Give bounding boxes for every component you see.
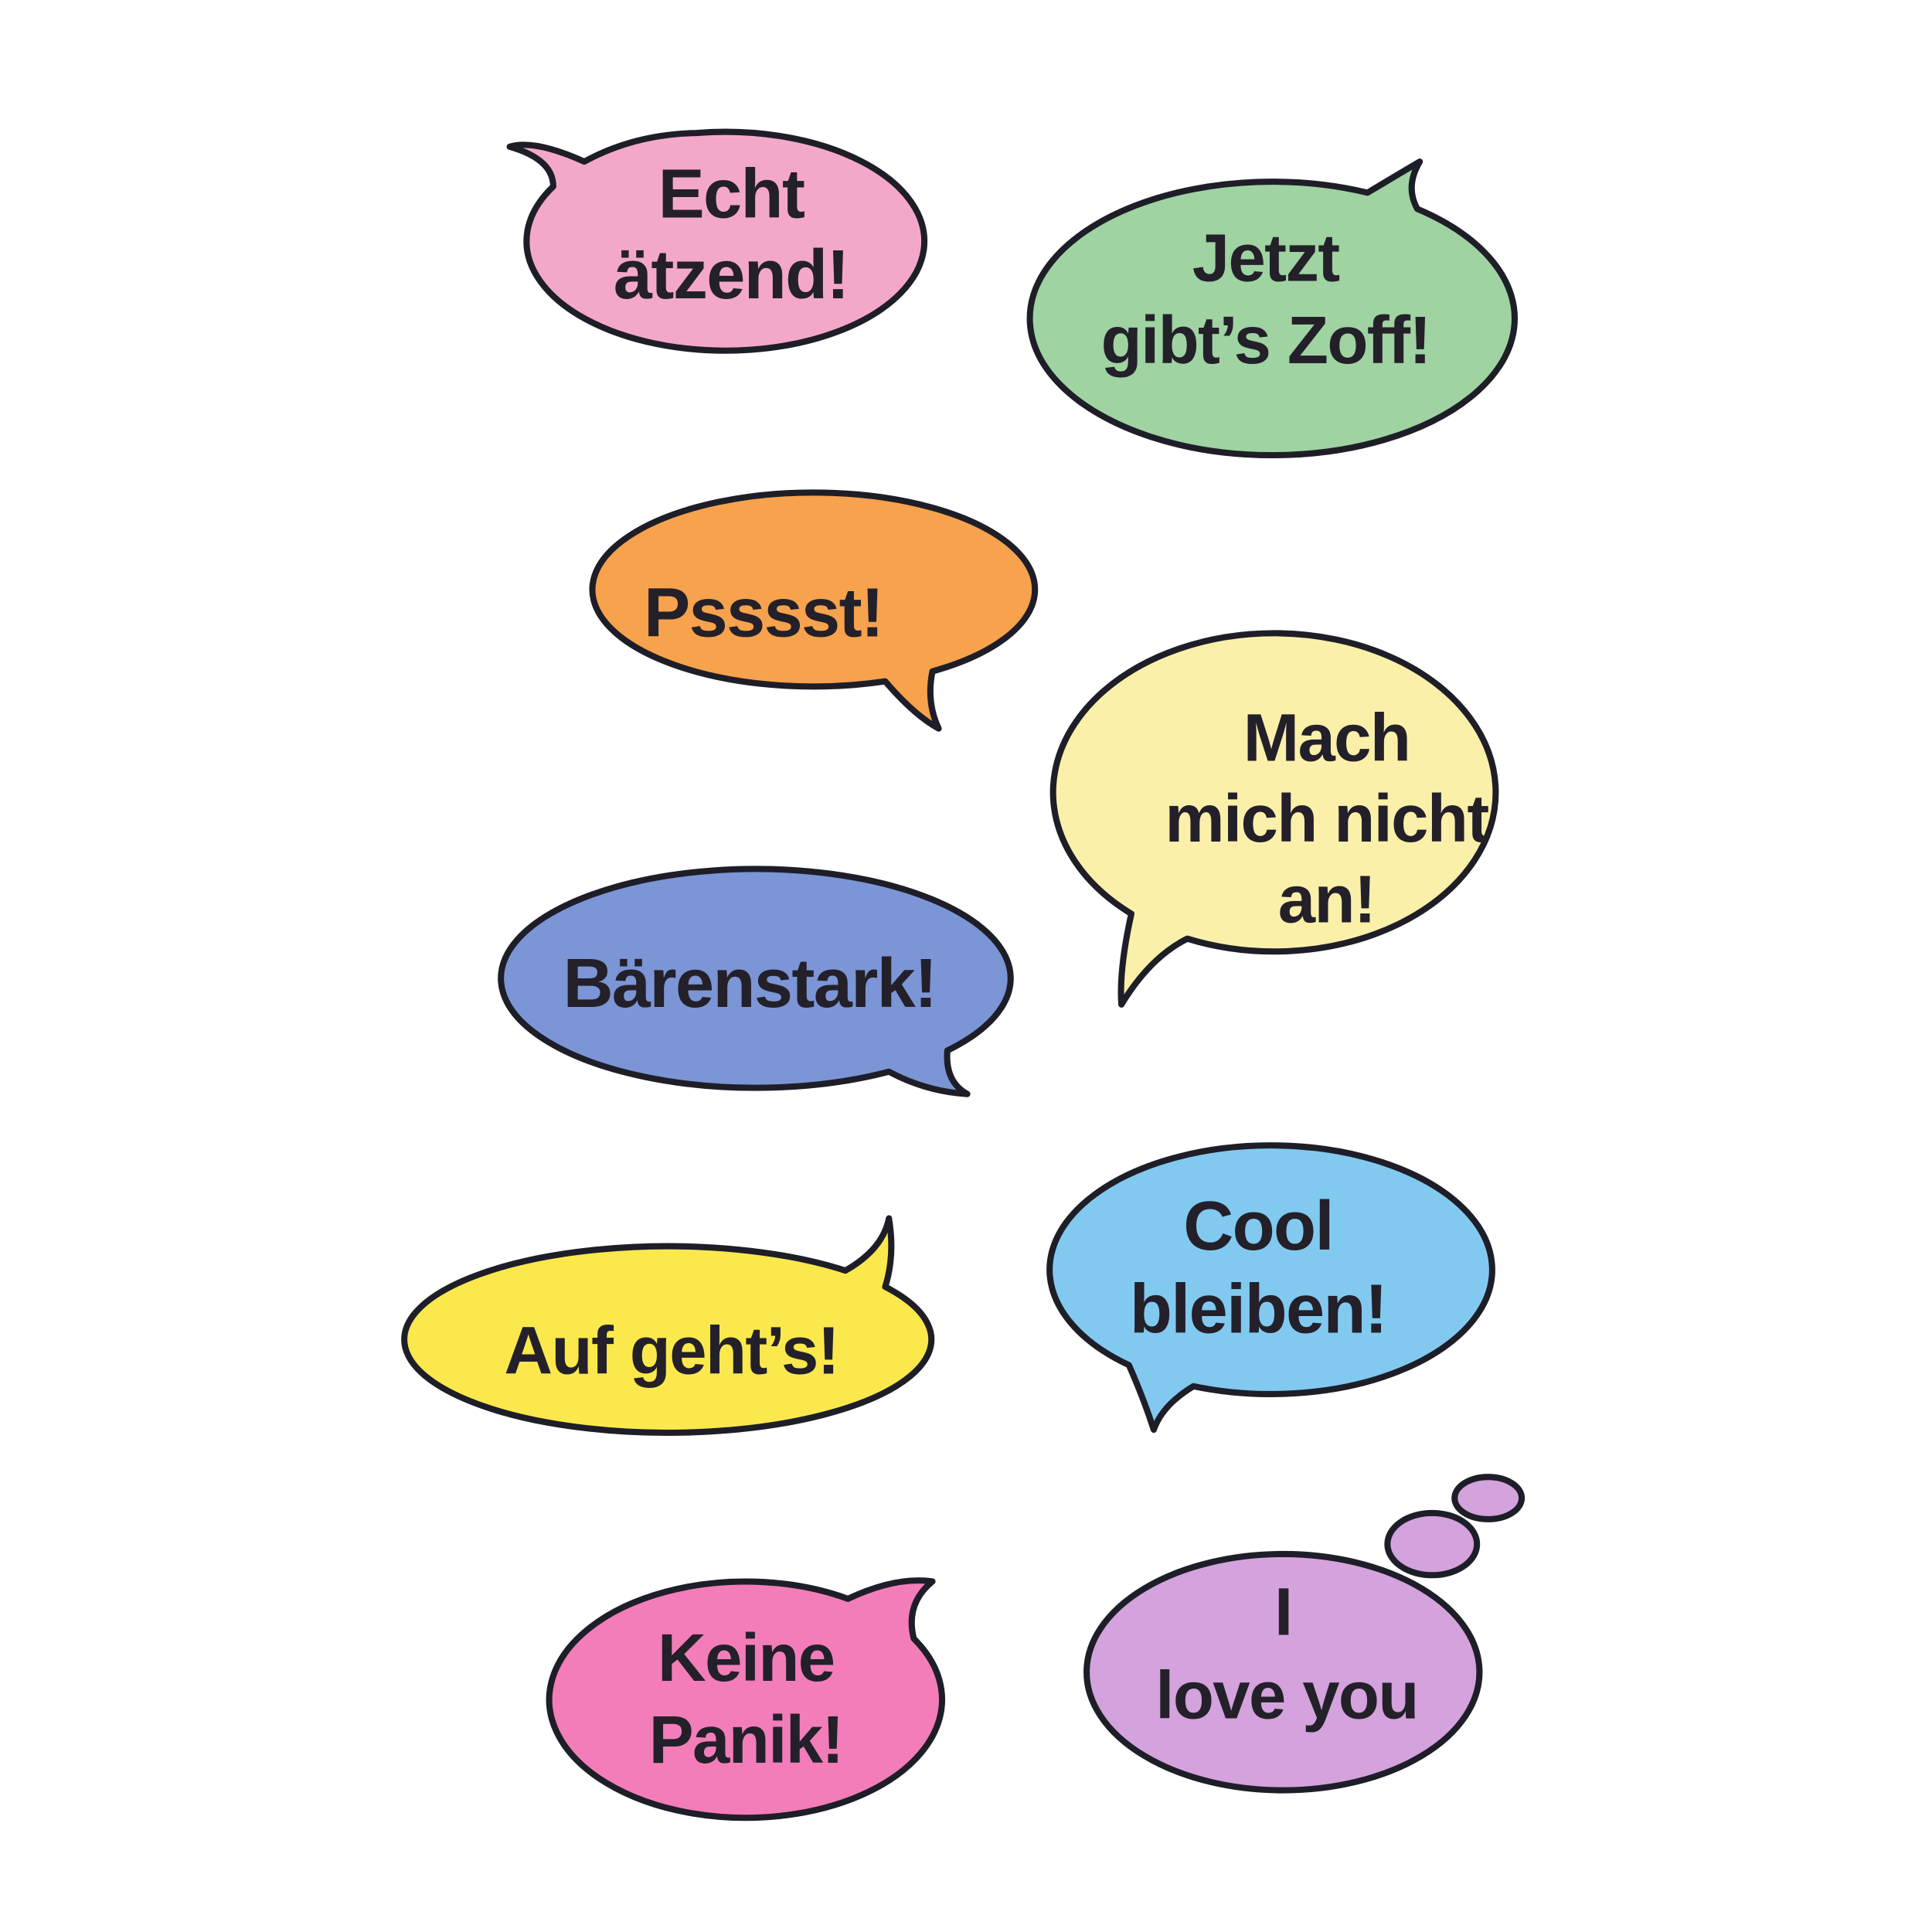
thought-dot-large (1384, 1509, 1481, 1579)
speech-bubble-baerenstark: Bärenstark! (498, 866, 1014, 1097)
bubble-shape (498, 866, 1014, 1097)
bubble-shape (506, 128, 928, 354)
bubble-shape (589, 489, 1039, 732)
svg-text:Psssst!: Psssst! (644, 574, 883, 652)
bubble-text-line: an! (1278, 862, 1375, 937)
bubble-shape (1049, 630, 1499, 1008)
thought-dot-small (1451, 1474, 1526, 1522)
bubble-text-line: Panik! (649, 1702, 843, 1777)
bubble-text-line: Cool (1183, 1187, 1333, 1265)
svg-text:Auf geht’s!: Auf geht’s! (504, 1314, 838, 1389)
bubble-shape (1083, 1550, 1483, 1794)
svg-text:Bärenstark!: Bärenstark! (563, 944, 937, 1022)
bubble-text-line: bleiben! (1130, 1270, 1386, 1349)
bubble-text-line: Bärenstark! (563, 944, 937, 1022)
bubble-text-line: Psssst! (644, 574, 883, 652)
speech-bubble-psssst: Psssst! (589, 489, 1039, 732)
bubble-text-line: mich nicht (1165, 781, 1488, 856)
speech-bubble-auf-gehts: Auf geht’s! (401, 1215, 935, 1436)
bubble-text-line: Echt (658, 155, 804, 233)
bubble-text-line: Jetzt (1192, 221, 1340, 296)
bubble-shape (1026, 158, 1519, 459)
bubble-text-line: Keine (658, 1621, 834, 1696)
bubble-shape (546, 1577, 945, 1821)
bubble-text-line: love you (1155, 1658, 1418, 1733)
bubble-text-line: Mach (1243, 701, 1410, 776)
bubble-text-line: gibt’s Zoff! (1101, 303, 1430, 378)
bubble-shape (1046, 1142, 1495, 1434)
bubble-text-line: ätzend! (614, 236, 849, 314)
bubble-text-line: I (1274, 1575, 1292, 1650)
bubble-shape (401, 1215, 935, 1436)
bubble-text-line: Auf geht’s! (504, 1314, 838, 1389)
